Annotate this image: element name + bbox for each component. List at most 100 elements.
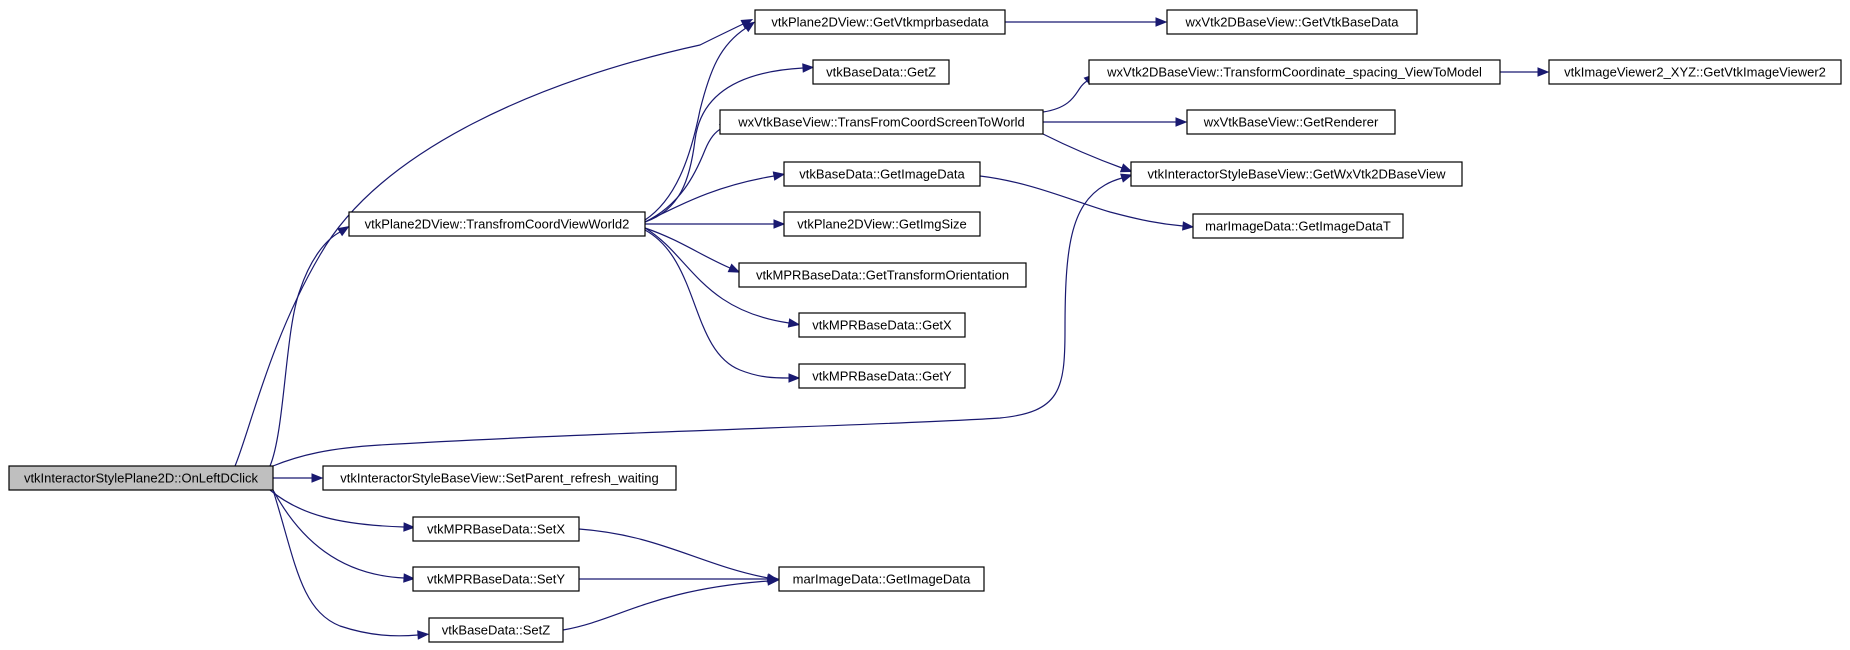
node-box[interactable] — [783, 211, 981, 237]
edge-on_left_dclick-to-get_wxvtk2dbaseview — [272, 173, 1133, 467]
arrow-head-icon — [417, 630, 430, 640]
node-box[interactable] — [412, 566, 580, 592]
node-mar-get-imagedata[interactable]: marImageData::GetImageData — [778, 566, 985, 592]
node-transfrom-screen[interactable]: wxVtkBaseView::TransFromCoordScreenToWor… — [719, 109, 1044, 135]
edge-get_vtkmprbasedata-to-get_vtkbasedata — [1005, 17, 1168, 27]
arrow-head-icon — [787, 318, 801, 328]
edge-transfrom_world2-to-transfrom_screen — [644, 121, 732, 223]
node-label: marImageData::GetImageData — [793, 572, 972, 587]
edge-line — [272, 177, 1123, 467]
edge-line — [234, 23, 744, 467]
node-box[interactable] — [778, 566, 985, 592]
edge-line — [562, 580, 769, 631]
edge-on_left_dclick-to-set_parent_refresh — [273, 473, 324, 483]
node-transfrom-world2[interactable]: vtkPlane2DView::TransfromCoordViewWorld2 — [348, 211, 646, 237]
edge-transfrom_screen-to-get_wxvtk2dbaseview — [1042, 133, 1133, 173]
node-label: wxVtkBaseView::TransFromCoordScreenToWor… — [737, 115, 1025, 130]
edge-line — [578, 528, 769, 579]
arrow-head-icon — [773, 219, 786, 229]
node-set-z[interactable]: vtkBaseData::SetZ — [428, 617, 564, 643]
node-box[interactable] — [719, 109, 1044, 135]
node-box[interactable] — [1166, 9, 1418, 35]
node-get-renderer[interactable]: wxVtkBaseView::GetRenderer — [1186, 109, 1396, 135]
node-get-wxvtk2dbaseview[interactable]: vtkInteractorStyleBaseView::GetWxVtk2DBa… — [1130, 161, 1463, 187]
node-get-imagedata-t[interactable]: marImageData::GetImageDataT — [1192, 213, 1404, 239]
node-label: wxVtk2DBaseView::TransformCoordinate_spa… — [1106, 65, 1482, 80]
edge-transfrom_screen-to-get_renderer — [1043, 117, 1188, 127]
node-label: vtkPlane2DView::GetVtkmprbasedata — [771, 15, 989, 30]
arrow-head-icon — [1119, 163, 1133, 173]
node-box[interactable] — [1192, 213, 1404, 239]
node-box[interactable] — [754, 9, 1006, 35]
node-label: vtkMPRBaseData::GetY — [812, 369, 952, 384]
node-get-transform-orientation[interactable]: vtkMPRBaseData::GetTransformOrientation — [738, 262, 1027, 288]
node-on-left-dclick[interactable]: vtkInteractorStylePlane2D::OnLeftDClick — [8, 465, 274, 491]
arrow-head-icon — [1182, 221, 1195, 231]
edge-line — [1042, 133, 1123, 169]
node-box[interactable] — [8, 465, 274, 491]
node-box[interactable] — [798, 363, 966, 389]
edge-line — [644, 227, 731, 269]
arrow-head-icon — [772, 171, 786, 181]
edge-get_imagedata-to-get_imagedata_t — [979, 175, 1195, 231]
node-box[interactable] — [1088, 59, 1501, 85]
edge-transfrom_world2-to-get_z — [644, 63, 815, 223]
node-label: vtkBaseData::GetZ — [826, 65, 936, 80]
arrow-head-icon — [403, 522, 416, 532]
edge-set_x-to-mar_get_imagedata — [578, 528, 780, 583]
node-label: vtkInteractorStyleBaseView::SetParent_re… — [340, 471, 658, 486]
arrow-head-icon — [742, 21, 756, 33]
edge-line — [644, 227, 790, 324]
node-get-imagedata[interactable]: vtkBaseData::GetImageData — [783, 161, 981, 187]
node-set-x[interactable]: vtkMPRBaseData::SetX — [412, 516, 580, 542]
node-get-vtkimageviewer[interactable]: vtkImageViewer2_XYZ::GetVtkImageViewer2 — [1548, 59, 1842, 85]
edge-line — [979, 175, 1184, 227]
edge-on_left_dclick-to-set_x — [269, 489, 416, 532]
node-box[interactable] — [322, 465, 677, 491]
node-box[interactable] — [1548, 59, 1842, 85]
node-box[interactable] — [738, 262, 1027, 288]
node-get-x[interactable]: vtkMPRBaseData::GetX — [798, 312, 966, 338]
arrow-head-icon — [1120, 173, 1133, 183]
node-box[interactable] — [1130, 161, 1463, 187]
node-label: wxVtk2DBaseView::GetVtkBaseData — [1185, 15, 1400, 30]
arrow-head-icon — [311, 473, 324, 483]
edge-on_left_dclick-to-get_vtkmprbasedata — [234, 18, 754, 467]
edge-on_left_dclick-to-set_y — [272, 489, 416, 583]
edge-line — [644, 67, 804, 223]
edge-transfrom_world2-to-get_imagedata — [644, 171, 786, 223]
node-label: vtkImageViewer2_XYZ::GetVtkImageViewer2 — [1564, 65, 1826, 80]
node-label: vtkInteractorStylePlane2D::OnLeftDClick — [24, 471, 259, 486]
node-label: vtkBaseData::SetZ — [442, 623, 550, 638]
node-box[interactable] — [1186, 109, 1396, 135]
node-box[interactable] — [348, 211, 646, 237]
node-get-y[interactable]: vtkMPRBaseData::GetY — [798, 363, 966, 389]
node-label: vtkInteractorStyleBaseView::GetWxVtk2DBa… — [1148, 167, 1447, 182]
arrow-head-icon — [1155, 17, 1168, 27]
node-transform-spacing[interactable]: wxVtk2DBaseView::TransformCoordinate_spa… — [1088, 59, 1501, 85]
node-get-vtkmprbasedata[interactable]: vtkPlane2DView::GetVtkmprbasedata — [754, 9, 1006, 35]
edge-set_y-to-mar_get_imagedata — [579, 574, 780, 584]
node-label: vtkBaseData::GetImageData — [799, 167, 965, 182]
edges-layer — [234, 17, 1550, 640]
arrow-head-icon — [727, 263, 741, 273]
node-get-z[interactable]: vtkBaseData::GetZ — [812, 59, 950, 85]
node-box[interactable] — [428, 617, 564, 643]
node-label: vtkPlane2DView::TransfromCoordViewWorld2 — [365, 217, 630, 232]
edge-transfrom_screen-to-transform_spacing — [1042, 73, 1096, 113]
node-set-parent-refresh[interactable]: vtkInteractorStyleBaseView::SetParent_re… — [322, 465, 677, 491]
node-box[interactable] — [783, 161, 981, 187]
node-set-y[interactable]: vtkMPRBaseData::SetY — [412, 566, 580, 592]
edge-line — [269, 489, 405, 528]
node-label: vtkMPRBaseData::GetTransformOrientation — [756, 268, 1009, 283]
edge-line — [269, 231, 341, 467]
edge-line — [644, 229, 790, 379]
node-label: marImageData::GetImageDataT — [1205, 219, 1391, 234]
node-box[interactable] — [798, 312, 966, 338]
node-box[interactable] — [812, 59, 950, 85]
arrow-head-icon — [1537, 67, 1550, 77]
node-get-imgsize[interactable]: vtkPlane2DView::GetImgSize — [783, 211, 981, 237]
node-box[interactable] — [412, 516, 580, 542]
node-get-vtkbasedata[interactable]: wxVtk2DBaseView::GetVtkBaseData — [1166, 9, 1418, 35]
